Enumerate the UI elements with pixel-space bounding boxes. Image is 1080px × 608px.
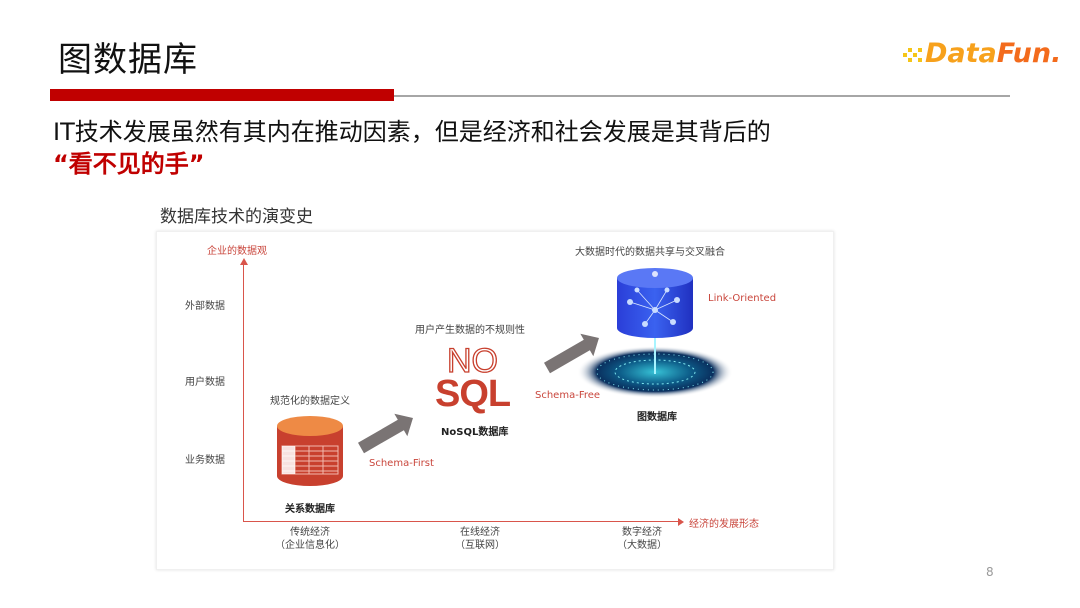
slide-title: 图数据库: [58, 40, 198, 80]
lead-highlight: “看不见的手”: [53, 150, 205, 178]
nosql-name: NoSQL数据库: [441, 427, 509, 438]
x-axis-arrow-icon: [678, 518, 684, 526]
figure-caption: 数据库技术的演变史: [160, 207, 313, 227]
page-number: 8: [986, 565, 994, 579]
x-stage-sublabel: （互联网）: [455, 540, 505, 551]
pixel-dots-icon: [903, 46, 923, 64]
graph-db-icon: [575, 262, 735, 407]
title-accent-bar: [50, 89, 394, 101]
logo-text-data: Data: [925, 38, 997, 69]
nosql-logo-top: NO: [446, 342, 498, 380]
title-divider: [394, 95, 1010, 97]
graphdb-description: 大数据时代的数据共享与交叉融合: [575, 247, 725, 258]
y-level-user: 用户数据: [185, 377, 225, 388]
datafun-logo: DataFun.: [903, 37, 1061, 71]
relational-db-icon: [277, 416, 343, 488]
nosql-description: 用户产生数据的不规则性: [415, 325, 525, 336]
x-stage-sublabel: （大数据）: [617, 540, 667, 551]
x-axis-line: [243, 521, 678, 522]
transition-schema-first: Schema-First: [369, 458, 434, 469]
arrow-icon: [358, 418, 406, 454]
y-axis-label: 企业的数据观: [207, 246, 267, 257]
tag-link-oriented: Link-Oriented: [708, 293, 777, 304]
nosql-logo-bottom: SQL: [435, 373, 511, 415]
y-level-external: 外部数据: [185, 301, 225, 312]
y-level-business: 业务数据: [185, 455, 225, 466]
x-stage-label: 传统经济: [290, 527, 330, 538]
x-stage-sublabel: （企业信息化）: [275, 540, 345, 551]
rdb-description: 规范化的数据定义: [270, 396, 350, 407]
x-stage-online: 在线经济 （互联网）: [445, 526, 515, 552]
x-stage-label: 在线经济: [460, 527, 500, 538]
evolution-figure: 企业的数据观 经济的发展形态 外部数据 用户数据 业务数据 传统经济 （企业信息…: [156, 231, 834, 570]
nosql-logo: NO SQL: [435, 342, 531, 416]
x-stage-label: 数字经济: [622, 527, 662, 538]
x-stage-digital: 数字经济 （大数据）: [607, 526, 677, 552]
logo-text-fun: Fun.: [996, 38, 1062, 69]
lead-text: IT技术发展虽然有其内在推动因素，但是经济和社会发展是其背后的: [53, 118, 771, 146]
graphdb-name: 图数据库: [637, 412, 677, 423]
y-axis-line: [243, 264, 244, 521]
transition-schema-free: Schema-Free: [535, 390, 601, 401]
y-axis-arrow-icon: [240, 258, 248, 265]
rdb-name: 关系数据库: [285, 504, 335, 515]
x-axis-label: 经济的发展形态: [689, 519, 759, 530]
x-stage-traditional: 传统经济 （企业信息化）: [275, 526, 345, 552]
